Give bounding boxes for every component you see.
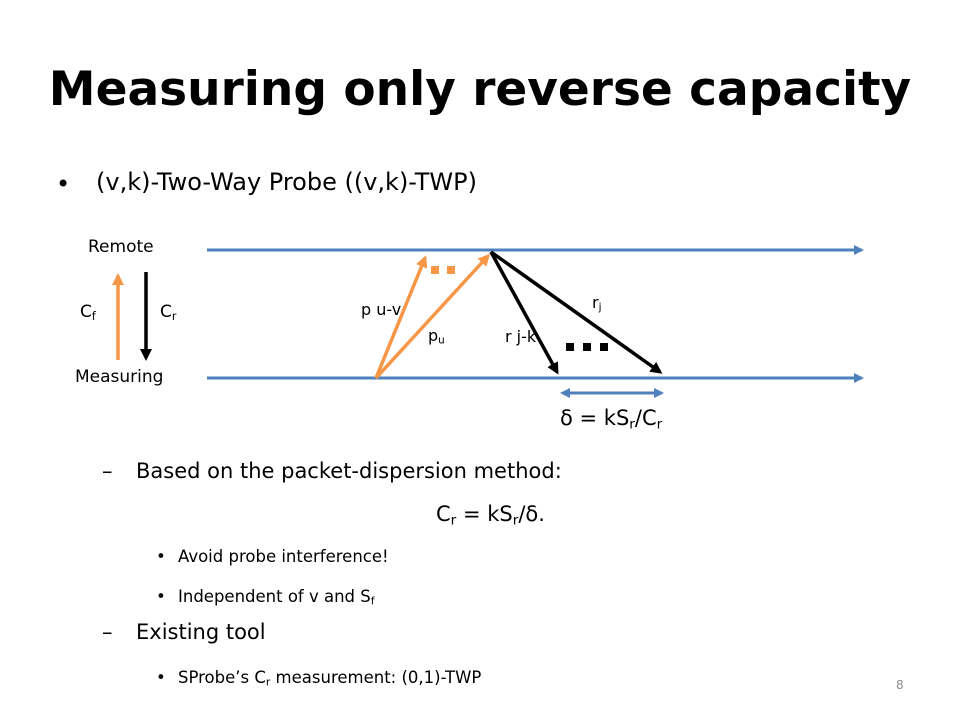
- remote-label: Remote: [88, 237, 154, 257]
- p-uv-label: p u-v: [361, 300, 402, 319]
- cf-label: Cf: [80, 302, 96, 323]
- r-jk-label: r j-k: [505, 327, 537, 346]
- bullet-dot: •: [156, 668, 166, 687]
- formula: Cr = kSr/δ.: [436, 502, 545, 529]
- response-r-j-arrow: [489, 250, 663, 374]
- sub1-item-independent: Independent of v and Sf: [178, 587, 375, 608]
- bullet-dot: •: [156, 547, 166, 566]
- r-j-label: rj: [592, 293, 602, 314]
- orange-ellipsis-dot: [431, 266, 439, 274]
- sub2-item-sprobe: SProbe’s Cr measurement: (0,1)-TWP: [178, 668, 482, 689]
- black-ellipsis-dot: [600, 343, 608, 351]
- bullet-dot: •: [56, 170, 71, 198]
- main-bullet-text: (v,k)-Two-Way Probe ((v,k)-TWP): [96, 168, 477, 196]
- sub1-item-avoid: Avoid probe interference!: [178, 547, 389, 566]
- sub2-text: Existing tool: [136, 620, 266, 644]
- p-u-label: pu: [428, 326, 445, 347]
- dash-marker: –: [102, 459, 113, 483]
- sub1-text: Based on the packet-dispersion method:: [136, 459, 562, 483]
- orange-ellipsis-dot: [447, 266, 455, 274]
- measuring-label: Measuring: [75, 367, 164, 387]
- slide-title: Measuring only reverse capacity: [48, 62, 912, 117]
- delta-arrow-head-left: [560, 388, 570, 398]
- probe-p-u-arrow: [374, 253, 491, 380]
- response-r-jk-arrow: [489, 251, 559, 375]
- page-number: 8: [896, 678, 904, 692]
- bullet-dot: •: [156, 587, 166, 606]
- cr-label: Cr: [160, 302, 177, 323]
- probe-p-uv-arrow: [374, 255, 428, 379]
- black-ellipsis-dot: [566, 343, 574, 351]
- black-ellipsis-dot: [583, 343, 591, 351]
- delta-equation: δ = kSr/Cr: [560, 406, 663, 433]
- dash-marker: –: [102, 620, 113, 644]
